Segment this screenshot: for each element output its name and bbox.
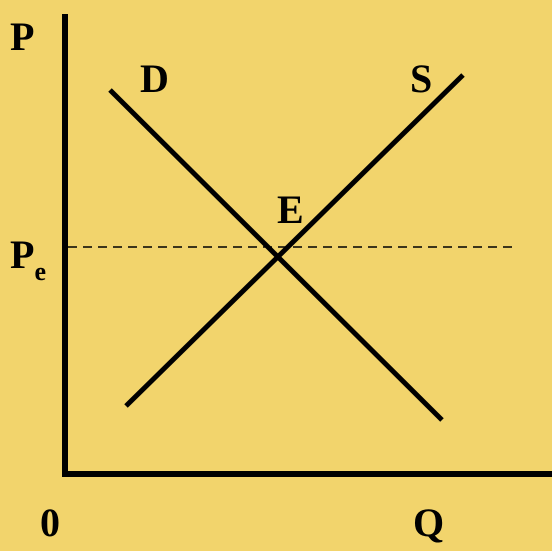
equilibrium-price-label: Pe [10, 232, 46, 286]
supply-label: S [410, 56, 432, 101]
demand-label: D [140, 56, 169, 101]
supply-curve [124, 73, 465, 408]
equilibrium-price-main: P [10, 232, 34, 277]
x-axis-label: Q [413, 500, 444, 545]
origin-label: 0 [40, 500, 60, 545]
equilibrium-point-label: E [277, 187, 304, 232]
demand-curve [108, 88, 444, 422]
equilibrium-price-subscript: e [34, 257, 46, 286]
y-axis-label: P [10, 14, 34, 59]
